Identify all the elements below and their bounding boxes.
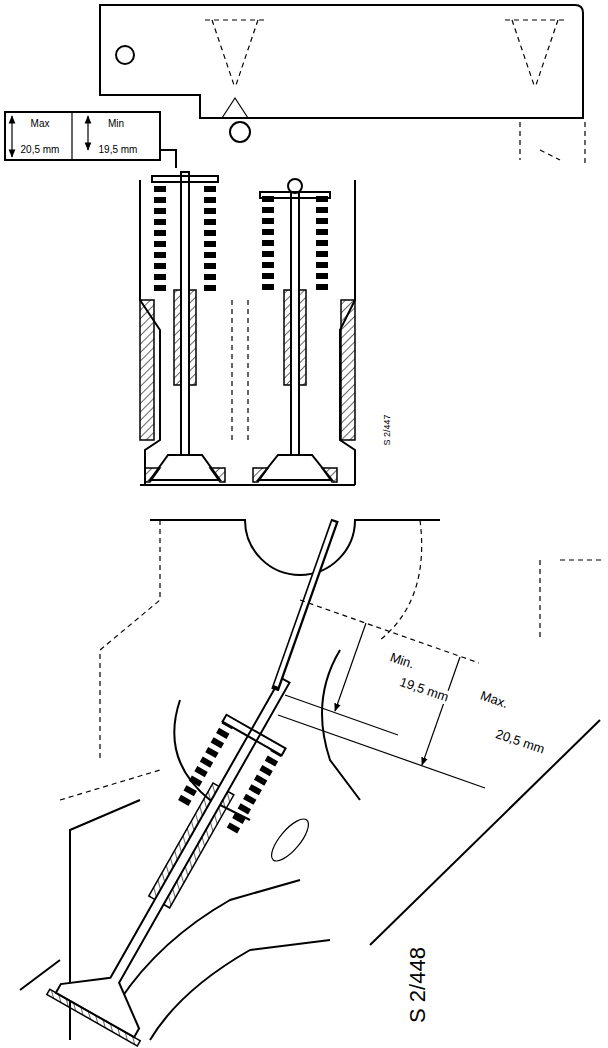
valve-seat (47, 989, 140, 1046)
dimension-arrow (422, 657, 460, 765)
head-wall (341, 300, 355, 440)
figure-number: S 2/448 (406, 945, 430, 1025)
bar-hole (116, 46, 134, 64)
dimension-label: Min. (386, 650, 418, 673)
dimension-value: 19,5 mm (396, 674, 452, 705)
dimension-label: Max. (476, 688, 511, 712)
camshaft-bore (150, 520, 440, 575)
valve-stem (291, 184, 299, 457)
hidden-wall (232, 300, 248, 440)
gauge-bar (100, 5, 583, 118)
valve-spring (232, 752, 276, 830)
inclined-valve (47, 655, 331, 1046)
extension-line (278, 715, 485, 788)
valve-spring (183, 725, 227, 803)
valve (56, 658, 324, 1037)
valve-spring (204, 186, 216, 292)
valve-seat (253, 468, 337, 482)
hidden-outline (520, 122, 585, 165)
dimension-arrow (11, 116, 12, 157)
dimension-value: 20,5 mm (19, 144, 62, 155)
cone-tip (222, 98, 248, 118)
pin-circle (230, 122, 250, 142)
head-outline (20, 650, 360, 1040)
dimension-label: Min (106, 118, 126, 129)
valve-stem (181, 172, 189, 457)
spring-retainer (152, 176, 218, 182)
dimension-value: 20,5 mm (492, 726, 548, 757)
hidden-cone (205, 20, 265, 88)
valve-spring (316, 196, 328, 292)
head-wall (140, 300, 154, 440)
head-outline (370, 720, 600, 945)
measuring-rod-core (276, 522, 334, 686)
dimension-arrow (335, 623, 366, 711)
dimension-label: Max (29, 118, 52, 129)
oil-slot (266, 814, 315, 867)
upper-figure (5, 5, 585, 485)
dimension-value: 19,5 mm (97, 144, 140, 155)
spring-retainer (260, 192, 330, 198)
gauge-block (5, 112, 160, 160)
gauge-finger (160, 150, 176, 168)
measuring-rod (275, 520, 335, 690)
cylinder-head-outline (140, 180, 355, 485)
hidden-cone (505, 20, 565, 88)
extension-line (285, 695, 398, 735)
gauge-divider (71, 112, 72, 160)
spring-retainer (223, 715, 286, 756)
valve-tip (288, 179, 302, 193)
dimension-arrow (87, 116, 88, 150)
lower-figure (20, 520, 605, 1046)
figure-number: S 2/447 (383, 412, 393, 447)
valve-spring (262, 196, 274, 292)
valve-seat (145, 468, 225, 482)
valve-spring (154, 186, 166, 292)
